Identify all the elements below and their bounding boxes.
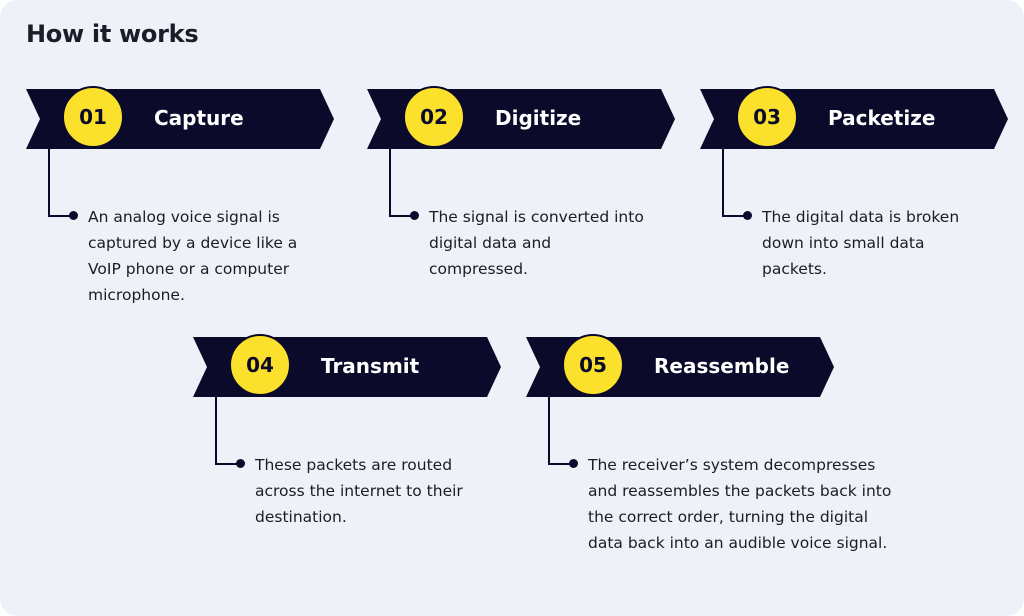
bullet-dot-icon — [69, 211, 78, 220]
step-number-badge: 03 — [736, 86, 798, 148]
bullet-dot-icon — [743, 211, 752, 220]
step-number-badge: 01 — [62, 86, 124, 148]
connector-line — [48, 215, 72, 217]
step-number-badge: 02 — [403, 86, 465, 148]
connector-line — [48, 149, 50, 217]
connector-line — [722, 149, 724, 217]
step-description: The receiver’s system decompresses and r… — [588, 456, 892, 552]
connector-line — [215, 463, 239, 465]
step-label: Capture — [154, 106, 244, 130]
connector-line — [722, 215, 746, 217]
step-label: Reassemble — [654, 354, 790, 378]
step-transmit: 04 Transmit These packets are routed acr… — [193, 334, 503, 597]
step-number-badge: 04 — [229, 334, 291, 396]
bullet-dot-icon — [236, 459, 245, 468]
connector-line — [215, 397, 217, 465]
connector-line — [548, 463, 572, 465]
step-description: The signal is converted into digital dat… — [429, 208, 644, 278]
step-label: Transmit — [321, 354, 420, 378]
step-capture: 01 Capture An analog voice signal is cap… — [26, 86, 336, 349]
step-packetize: 03 Packetize The digital data is broken … — [700, 86, 1010, 349]
section-title: How it works — [26, 20, 199, 48]
connector-line — [389, 215, 413, 217]
step-description: The digital data is broken down into sma… — [762, 208, 960, 278]
step-digitize: 02 Digitize The signal is converted into… — [367, 86, 677, 349]
bullet-dot-icon — [569, 459, 578, 468]
step-reassemble: 05 Reassemble The receiver’s system deco… — [526, 334, 906, 597]
bullet-dot-icon — [410, 211, 419, 220]
step-description: An analog voice signal is captured by a … — [88, 208, 298, 304]
step-label: Packetize — [828, 106, 936, 130]
step-description: These packets are routed across the inte… — [255, 456, 463, 526]
connector-line — [548, 397, 550, 465]
step-number-badge: 05 — [562, 334, 624, 396]
step-label: Digitize — [495, 106, 582, 130]
connector-line — [389, 149, 391, 217]
